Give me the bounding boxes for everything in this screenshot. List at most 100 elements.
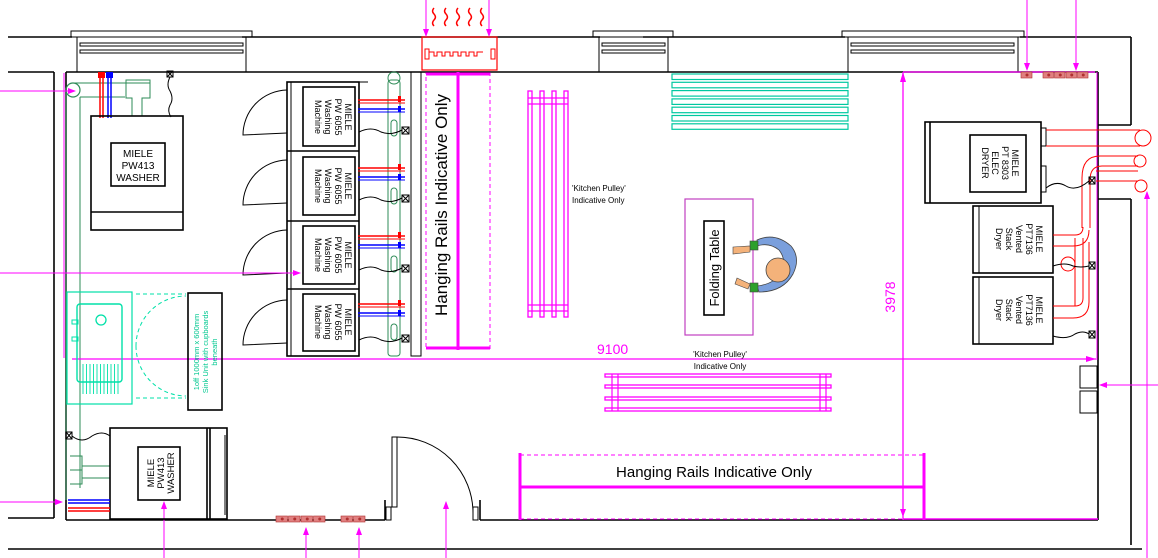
window: [592, 30, 674, 72]
dryer-label-line: PT 8303: [1000, 146, 1010, 180]
miele-pw413-washer-top[interactable]: MIELE PW413 WASHER: [90, 115, 184, 231]
folding-table-label: Folding Table: [707, 229, 722, 306]
cold-tap-icon: [398, 242, 401, 248]
sink-note-line: 1off 1000mm x 600mm: [192, 314, 201, 391]
dryer-vent-ducts: [1046, 129, 1152, 319]
dryer-label-line: Dryer: [994, 228, 1004, 250]
person-figure-icon: [732, 236, 797, 293]
rack-slat: [671, 98, 849, 106]
wm-label-line: MIELE: [343, 241, 353, 268]
sink-note-line: beneath: [210, 338, 219, 365]
sink-unit[interactable]: 1off 1000mm x 600mm Sink Unit with cupbo…: [66, 291, 223, 411]
dryer-label-line: Dryer: [994, 299, 1004, 321]
socket-icon: [1047, 73, 1051, 77]
socket-icon: [318, 517, 322, 521]
pulley-label-line: Indicative Only: [572, 196, 624, 205]
cold-tap-icon: [398, 106, 401, 112]
hot-tap-icon: [398, 232, 401, 238]
hot-tap-icon: [398, 96, 401, 102]
washing-machine-services: [358, 71, 422, 357]
entrance-door[interactable]: [385, 436, 479, 521]
wm-label-line: Machine: [313, 238, 323, 272]
socket-icon: [1070, 73, 1074, 77]
pulley-rail: [604, 384, 832, 389]
washer-label-line: MIELE: [123, 149, 153, 160]
power-cable: [358, 336, 403, 343]
pulley-rail: [527, 90, 533, 318]
window: [841, 30, 1025, 72]
window: [70, 30, 253, 72]
miele-pt7136-stack-dryer[interactable]: MIELE PT7136 Vented Stack Dryer: [972, 205, 1054, 274]
hanging-rails-vertical: Hanging Rails Indicative Only: [425, 72, 491, 350]
miele-pt8303-elec-dryer[interactable]: MIELE PT 8303 ELEC DRYER: [924, 121, 1047, 204]
cold-tap-icon: [398, 310, 401, 316]
drying-rack-shelving: [671, 73, 849, 130]
washer-label-line: PW413: [156, 457, 167, 488]
dryer-label-line: Stack: [1004, 299, 1014, 322]
depth-dimension-label: 3978: [882, 281, 898, 312]
miele-pt7136-stack-dryer[interactable]: MIELE PT7136 Vented Stack Dryer: [972, 276, 1054, 345]
wm-label-line: Washing: [323, 238, 333, 273]
kitchen-pulley-horizontal: [604, 373, 832, 412]
dryer-label-line: PT7136: [1024, 294, 1034, 326]
wm-label-line: Washing: [323, 169, 333, 204]
rack-slat: [671, 123, 849, 130]
socket-icon: [1081, 73, 1085, 77]
socket-icon: [358, 517, 362, 521]
socket-icon: [345, 517, 349, 521]
appliance-door-swings: [242, 89, 288, 346]
dimension-width: 9100: [72, 341, 1096, 362]
power-cable: [358, 196, 403, 203]
socket-icon: [280, 517, 284, 521]
sink-note-line: Sink Unit with cupboards: [201, 310, 210, 393]
pulley-rail: [604, 373, 832, 378]
miele-pw6055-washing-machine[interactable]: MIELE PW 6055 Washing Machine: [302, 293, 356, 352]
cold-tap-icon: [398, 174, 401, 180]
wm-label-line: Washing: [323, 305, 333, 340]
wm-label-line: PW 6055: [333, 303, 343, 340]
pulley-rail: [604, 407, 832, 412]
dryer-label-line: ELEC: [990, 151, 1000, 175]
socket-icon: [305, 517, 309, 521]
wm-label-line: MIELE: [343, 308, 353, 335]
wm-label-line: PW 6055: [333, 236, 343, 273]
pulley-rail: [551, 90, 557, 318]
power-cable: [358, 266, 403, 273]
dryer-label-line: MIELE: [1010, 149, 1020, 176]
pulley-rail: [539, 90, 545, 318]
dryer-label-line: DRYER: [980, 147, 990, 179]
washer-label-line: PW413: [122, 161, 155, 172]
isolator-switch-icon: [401, 264, 410, 273]
isolator-switch-icon: [401, 194, 410, 203]
wm-label-line: Machine: [313, 100, 323, 134]
miele-pw6055-washing-machine[interactable]: MIELE PW 6055 Washing Machine: [287, 86, 359, 152]
miele-pw413-washer-bottom[interactable]: MIELE PW413 WASHER: [65, 427, 228, 520]
dryer-label-line: Stack: [1004, 228, 1014, 251]
dryer-label-line: MIELE: [1034, 296, 1044, 323]
wm-label-line: Machine: [313, 169, 323, 203]
drain-trap: [390, 119, 398, 137]
folding-table[interactable]: Folding Table: [684, 198, 754, 336]
socket-icon: [293, 517, 297, 521]
pulley-label-line: Indicative Only: [694, 362, 746, 371]
pulley-rail: [563, 90, 569, 318]
radiator-heater: [421, 0, 498, 71]
washer-label-line: MIELE: [146, 459, 157, 488]
walls: [8, 36, 1142, 550]
hot-tap-icon: [398, 164, 401, 170]
rack-slat: [671, 106, 849, 114]
hot-tap-icon: [398, 300, 401, 306]
rack-slat: [671, 114, 849, 122]
miele-pw6055-washing-machine[interactable]: MIELE PW 6055 Washing Machine: [287, 225, 359, 290]
isolator-switch-icon: [401, 334, 410, 343]
socket-icon: [1058, 73, 1062, 77]
miele-pw6055-washing-machine[interactable]: MIELE PW 6055 Washing Machine: [287, 156, 359, 222]
dryer-label-line: PT7136: [1024, 223, 1034, 255]
pulley-rail: [604, 396, 832, 401]
washer-label-line: WASHER: [116, 173, 160, 184]
rack-slat: [671, 81, 849, 89]
drain-trap: [390, 187, 398, 205]
wm-label-line: PW 6055: [333, 167, 343, 204]
